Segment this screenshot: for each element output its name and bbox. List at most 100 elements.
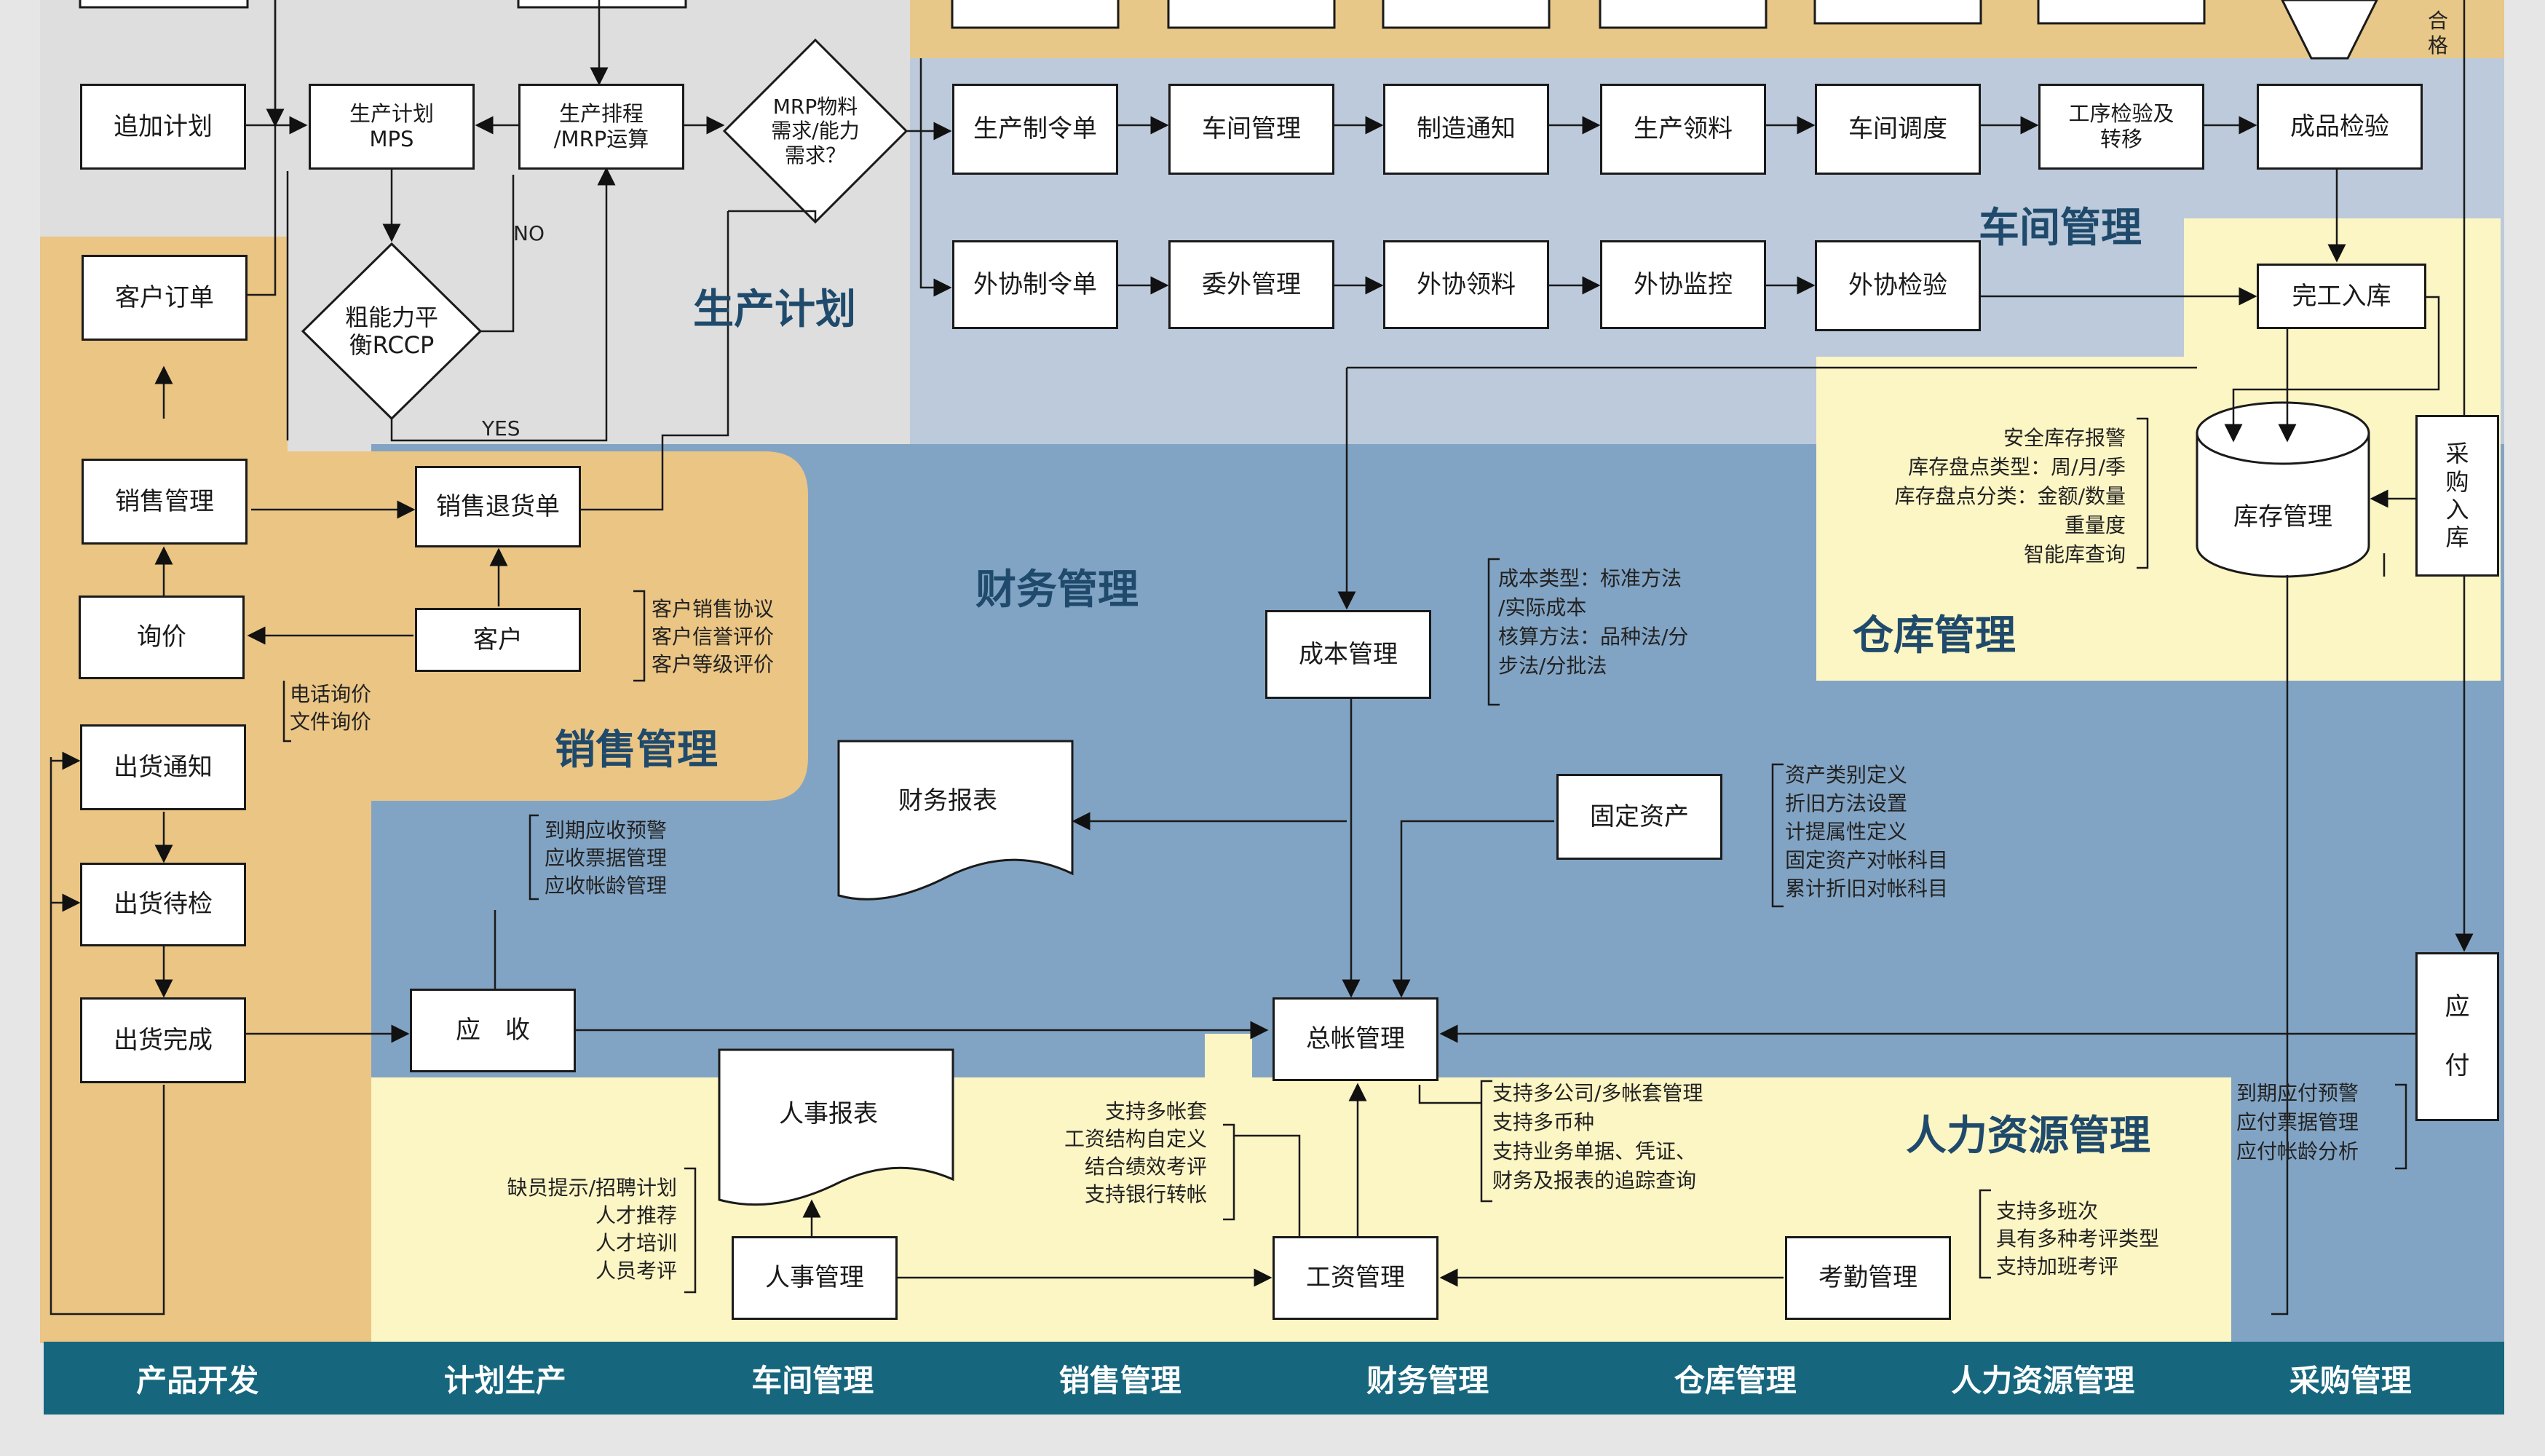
note-attendance: 支持多班次 具有多种考评类型 支持加班考评 xyxy=(1996,1198,2159,1281)
box-customer[interactable]: 客户 xyxy=(415,608,581,672)
box-outsource-mgmt[interactable]: 委外管理 xyxy=(1168,240,1334,329)
note-attendance-3: 支持加班考评 xyxy=(1996,1254,2119,1278)
box-outsource-pick[interactable]: 外协领料 xyxy=(1383,240,1549,329)
rccp-text[interactable]: 粗能力平 衡RCCP xyxy=(344,303,438,359)
note-assets-3: 计提属性定义 xyxy=(1785,820,1908,844)
box-ledger[interactable]: 总帐管理 xyxy=(1272,997,1438,1081)
box-cost-mgmt[interactable]: 成本管理 xyxy=(1265,610,1431,699)
note-receivable: 到期应收预警 应收票据管理 应收帐龄管理 xyxy=(545,817,667,900)
note-inventory-4: 重量度 xyxy=(2064,513,2126,537)
note-assets: 资产类别定义 折旧方法设置 计提属性定义 固定资产对帐科目 累计折旧对帐科目 xyxy=(1785,761,1948,903)
bottom-tab-finance[interactable]: 财务管理 xyxy=(1366,1362,1489,1398)
bottom-tab-sales[interactable]: 销售管理 xyxy=(1058,1362,1182,1398)
box-final-inspect[interactable]: 成品检验 xyxy=(2257,84,2423,170)
box-shop-dispatch[interactable]: 车间调度 xyxy=(1815,84,1981,175)
note-payable-3: 应付帐龄分析 xyxy=(2236,1139,2359,1163)
note-hr-3: 人才培训 xyxy=(595,1231,677,1255)
note-cost-3: 核算方法：品种法/分 xyxy=(1498,625,1689,649)
box-fixed-assets[interactable]: 固定资产 xyxy=(1556,774,1722,860)
box-outsource-order[interactable]: 外协制令单 xyxy=(952,240,1118,329)
note-customer: 客户销售协议 客户信誉评价 客户等级评价 xyxy=(652,596,774,678)
box-payroll[interactable]: 工资管理 xyxy=(1272,1236,1438,1320)
note-ledger: 支持多公司/多帐套管理 支持多币种 支持业务单据、凭证、 财务及报表的追踪查询 xyxy=(1492,1079,1703,1195)
hr-report-shape xyxy=(718,1048,954,1206)
bottom-tab-hr[interactable]: 人力资源管理 xyxy=(1951,1362,2135,1398)
section-label-workshop: 车间管理 xyxy=(1979,205,2142,252)
bottom-tab-product-dev[interactable]: 产品开发 xyxy=(136,1362,259,1398)
connectors xyxy=(50,0,2474,1315)
note-payable: 到期应付预警 应付票据管理 应付帐龄分析 xyxy=(2236,1079,2359,1166)
note-receivable-3: 应收帐龄管理 xyxy=(545,874,668,898)
note-hr-1: 缺员提示/招聘计划 xyxy=(507,1176,677,1200)
note-payroll-2: 工资结构自定义 xyxy=(1064,1127,1207,1151)
bottom-tab-workshop[interactable]: 车间管理 xyxy=(751,1362,874,1398)
note-payroll-3: 结合绩效考评 xyxy=(1084,1155,1207,1179)
note-customer-1: 客户销售协议 xyxy=(652,597,775,621)
note-ledger-2: 支持多币种 xyxy=(1492,1110,1595,1134)
note-assets-5: 累计折旧对帐科目 xyxy=(1785,877,1949,901)
box-process-check[interactable]: 工序检验及 转移 xyxy=(2038,84,2204,170)
flow-no-label: NO xyxy=(513,221,545,245)
box-hr-mgmt[interactable]: 人事管理 xyxy=(732,1236,898,1320)
note-hr-4: 人员考评 xyxy=(595,1259,677,1283)
box-add-plan[interactable]: 追加计划 xyxy=(80,84,246,170)
box-mfg-notice[interactable]: 制造通知 xyxy=(1383,84,1549,175)
section-label-hr: 人力资源管理 xyxy=(1906,1112,2150,1160)
box-shop-mgmt[interactable]: 车间管理 xyxy=(1168,84,1334,175)
box-ship-pending[interactable]: 出货待检 xyxy=(80,863,246,946)
note-attendance-2: 具有多种考评类型 xyxy=(1996,1227,2160,1251)
box-receivable[interactable]: 应 收 xyxy=(410,989,576,1072)
mrp-demand-text[interactable]: MRP物料 需求/能力 需求？ xyxy=(771,94,860,167)
bottom-tab-planning[interactable]: 计划生产 xyxy=(443,1362,566,1398)
note-inquiry: 电话询价 文件询价 xyxy=(290,681,371,736)
note-cost-1: 成本类型：标准方法 xyxy=(1498,566,1682,590)
box-outsource-monitor[interactable]: 外协监控 xyxy=(1600,240,1766,329)
fin-report-text[interactable]: 财务报表 xyxy=(898,786,997,815)
bottom-category-bar: 产品开发 计划生产 车间管理 销售管理 财务管理 仓库管理 人力资源管理 采购管… xyxy=(44,1342,2504,1415)
bottom-tab-purchase[interactable]: 采购管理 xyxy=(2289,1362,2412,1398)
inventory-mgmt-text[interactable]: 库存管理 xyxy=(2233,502,2332,531)
note-assets-1: 资产类别定义 xyxy=(1785,763,1908,787)
note-receivable-2: 应收票据管理 xyxy=(545,846,668,870)
note-inventory-3: 库存盘点分类：金额/数量 xyxy=(1894,484,2126,508)
box-purchase-in[interactable]: 采 购 入 库 xyxy=(2415,415,2499,577)
note-payroll: 支持多帐套 工资结构自定义 结合绩效考评 支持银行转帐 xyxy=(1003,1098,1207,1208)
box-sales-return[interactable]: 销售退货单 xyxy=(415,466,581,547)
hr-report-text[interactable]: 人事报表 xyxy=(779,1099,878,1128)
flow-qualified-label: 合 格 xyxy=(2428,9,2449,58)
note-cost: 成本类型：标准方法 /实际成本 核算方法：品种法/分 步法/分批法 xyxy=(1498,564,1688,681)
box-prod-order[interactable]: 生产制令单 xyxy=(952,84,1118,175)
box-customer-order[interactable]: 客户订单 xyxy=(82,255,248,341)
note-inventory-5: 智能库查询 xyxy=(2023,542,2126,566)
note-ledger-3: 支持业务单据、凭证、 xyxy=(1492,1139,1697,1163)
bottom-tab-warehouse[interactable]: 仓库管理 xyxy=(1674,1362,1797,1398)
box-material-pick[interactable]: 生产领料 xyxy=(1600,84,1766,175)
box-ship-notice[interactable]: 出货通知 xyxy=(80,724,246,810)
note-inventory-1: 安全库存报警 xyxy=(2003,426,2126,450)
box-stock-in[interactable]: 完工入库 xyxy=(2257,264,2426,329)
box-mps[interactable]: 生产计划 MPS xyxy=(309,84,475,170)
box-outsource-check[interactable]: 外协检验 xyxy=(1815,240,1981,331)
note-payroll-1: 支持多帐套 xyxy=(1104,1099,1207,1123)
inventory-cylinder-top xyxy=(2196,401,2370,465)
section-label-finance: 财务管理 xyxy=(975,566,1139,614)
box-sales-mgmt[interactable]: 销售管理 xyxy=(82,459,248,545)
box-payable[interactable]: 应 付 xyxy=(2415,952,2499,1121)
note-cost-2: /实际成本 xyxy=(1498,596,1587,620)
note-inquiry-1: 电话询价 xyxy=(290,682,372,706)
note-assets-2: 折旧方法设置 xyxy=(1785,791,1908,815)
section-label-sales: 销售管理 xyxy=(555,727,718,774)
box-attendance[interactable]: 考勤管理 xyxy=(1785,1236,1951,1320)
note-hr: 缺员提示/招聘计划 人才推荐 人才培训 人员考评 xyxy=(459,1174,677,1285)
top-right-diamond xyxy=(2281,0,2378,60)
note-inventory-2: 库存盘点类型：周/月/季 xyxy=(1908,455,2126,479)
box-mrp-schedule[interactable]: 生产排程 /MRP运算 xyxy=(518,84,684,170)
note-inquiry-2: 文件询价 xyxy=(290,710,372,734)
section-label-production: 生产计划 xyxy=(693,286,856,333)
note-payable-1: 到期应付预警 xyxy=(2236,1081,2359,1105)
box-inquiry[interactable]: 询价 xyxy=(79,596,245,679)
box-ship-done[interactable]: 出货完成 xyxy=(80,997,246,1083)
note-hr-2: 人才推荐 xyxy=(595,1203,677,1227)
note-assets-4: 固定资产对帐科目 xyxy=(1785,848,1949,872)
